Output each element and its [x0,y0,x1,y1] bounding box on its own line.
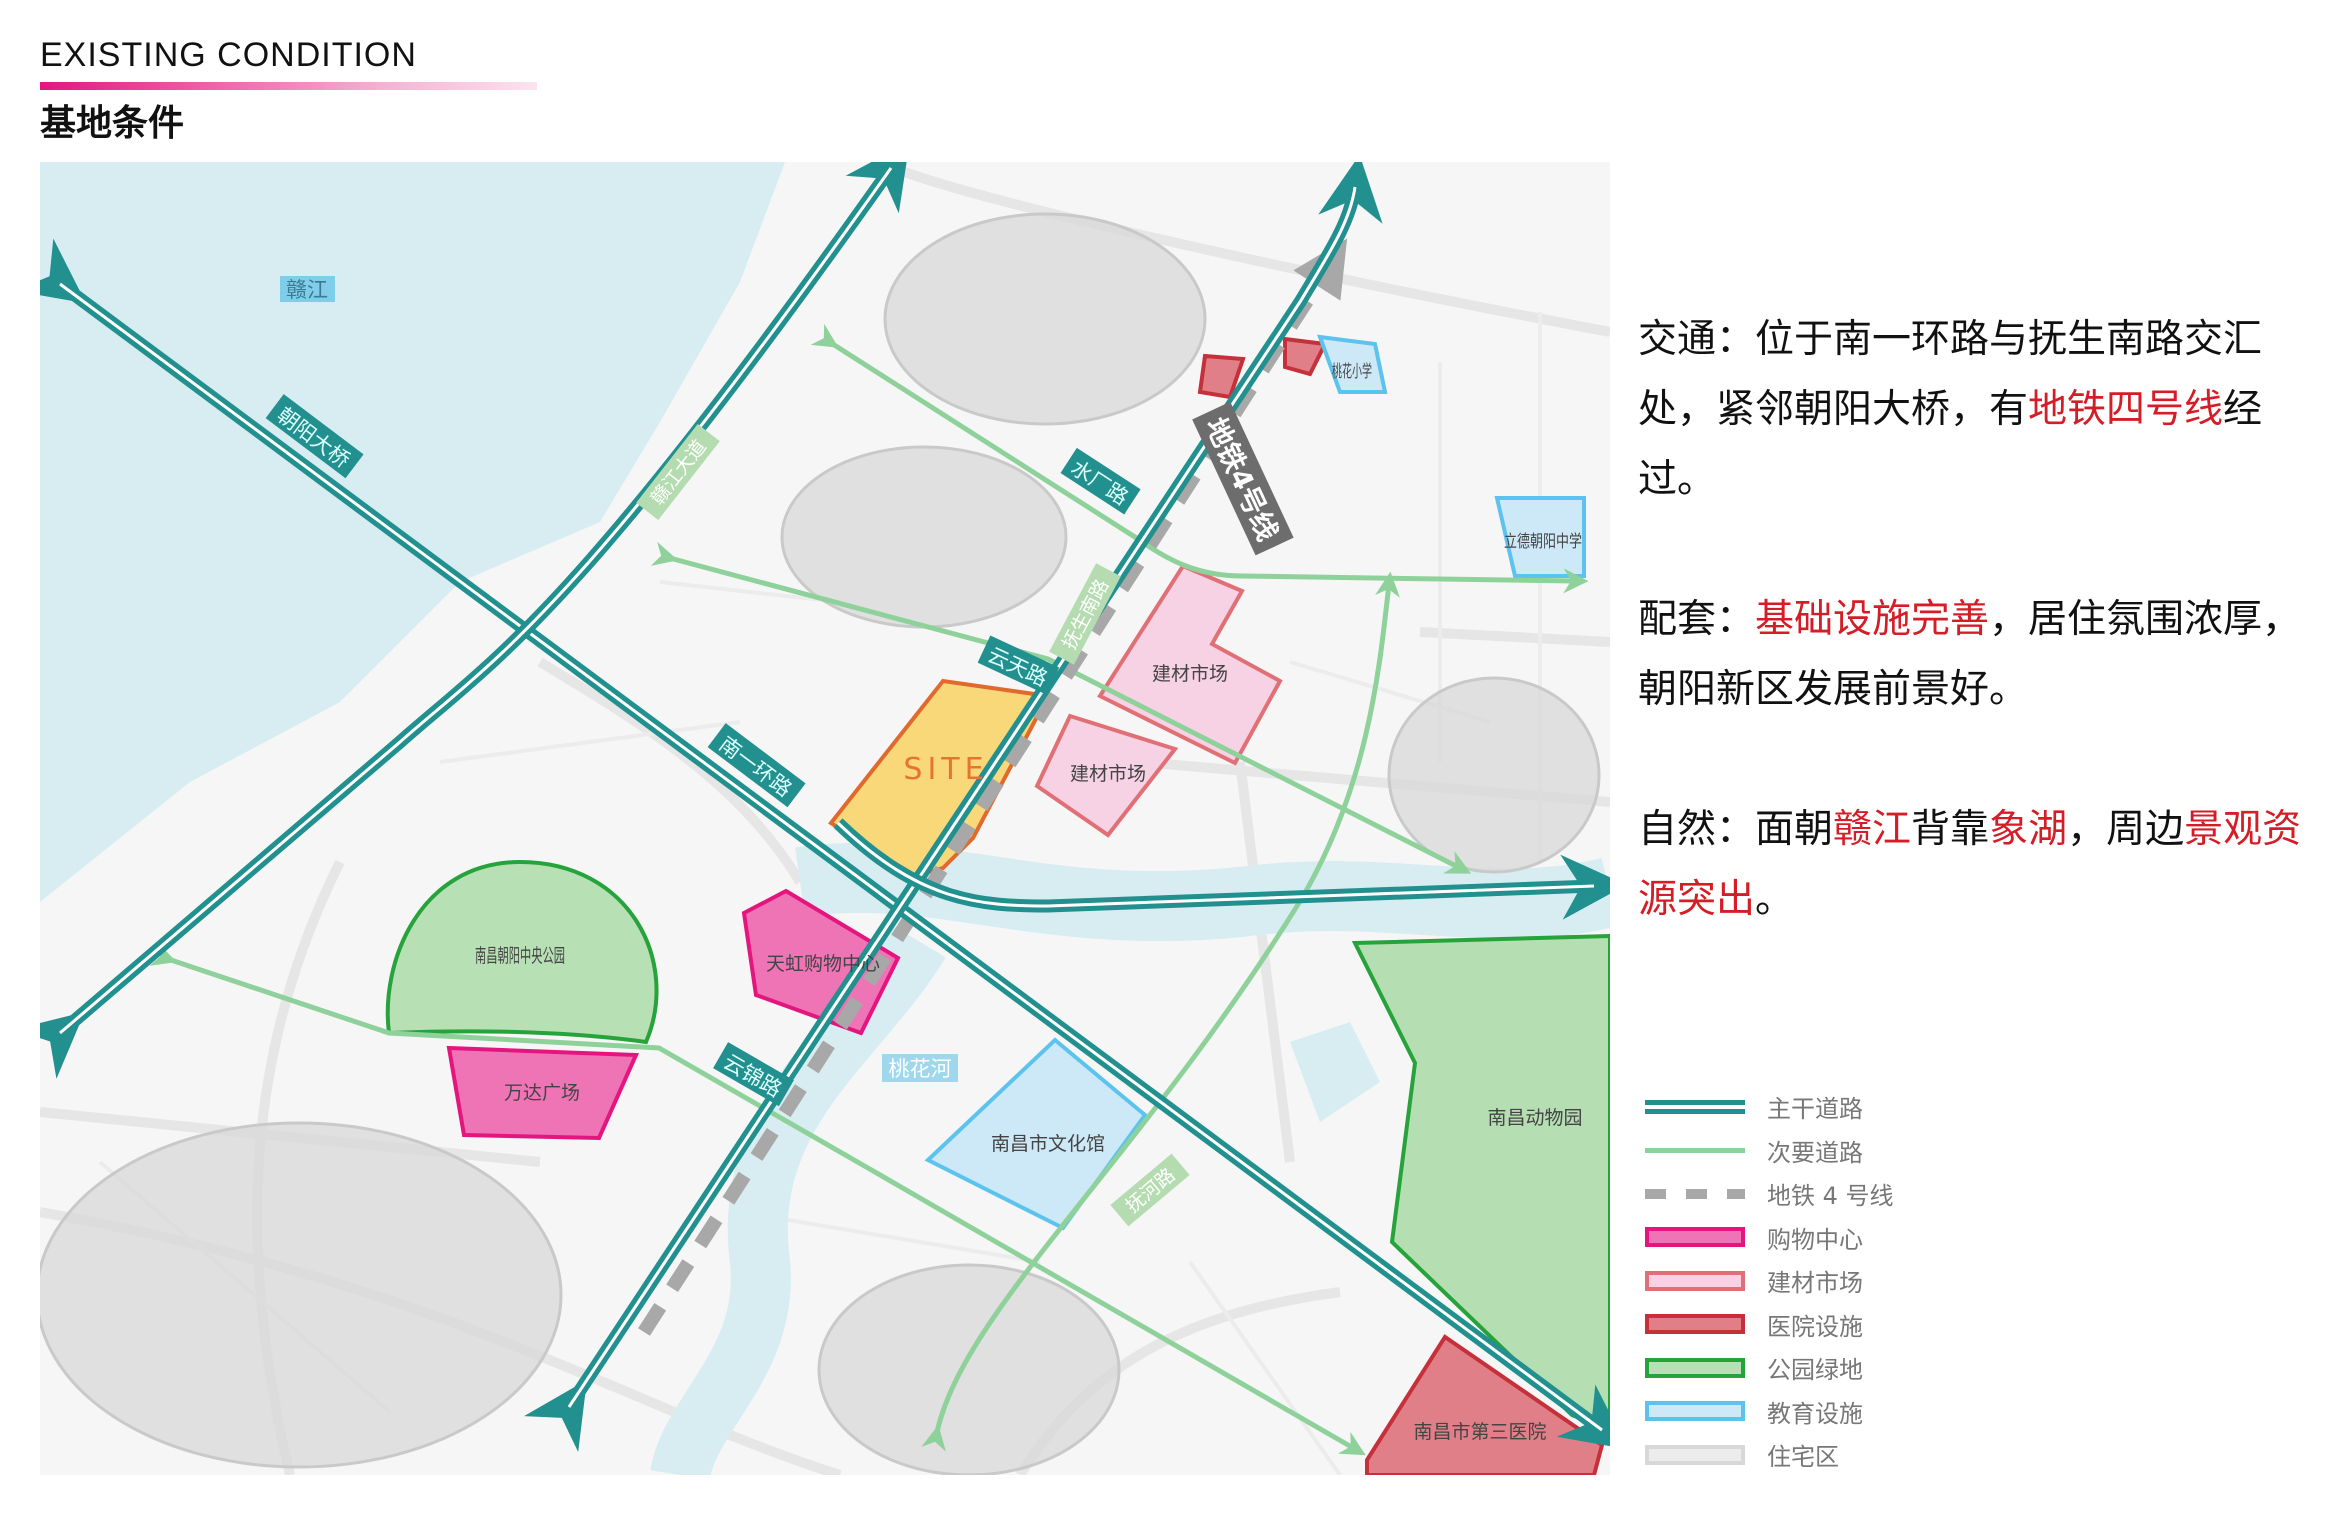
legend-item-secondary-road: 次要道路 [1645,1129,1894,1173]
label-building-market-1: 建材市场 [1152,663,1228,685]
legend-label: 住宅区 [1767,1443,1839,1472]
map-legend: 主干道路 次要道路 地铁 4 号线 购物中心 建材市场 医院设施 公园绿地 教育… [1645,1085,1894,1477]
map-canvas: 赣江 朝阳大桥 南一环路 云天路 水厂路 云锦路 桃花河 抚生南路 赣江大道 抚… [40,162,1610,1475]
traffic-text-end: 经过。 [1638,387,2263,502]
nature-text: 面朝 [1755,807,1834,852]
traffic-label: 交通： [1638,317,1756,362]
legend-label: 教育设施 [1767,1399,1863,1428]
label-zoo: 南昌动物园 [1487,1107,1582,1129]
education-swatch [1645,1401,1745,1422]
main-road-swatch [1645,1099,1745,1114]
secondary-road-swatch [1645,1147,1745,1153]
nanyihuan-east-road [833,818,1610,920]
traffic-highlight: 地铁四号线 [2028,387,2224,432]
legend-label: 公园绿地 [1767,1356,1863,1385]
nature-text: 。 [1755,877,1795,922]
traffic-text: 位于南一环路与抚生南路交汇处，紧邻朝阳大桥，有 [1638,317,2263,432]
metro-swatch [1645,1188,1745,1199]
facilities-highlight: 基础设施完善 [1755,597,1990,642]
legend-label: 次要道路 [1767,1138,1863,1167]
legend-label: 建材市场 [1767,1269,1863,1298]
label-taohuahe: 桃花河 [889,1057,952,1081]
nature-highlight: 象湖 [1989,807,2068,852]
traffic-paragraph: 交通：位于南一环路与抚生南路交汇处，紧邻朝阳大桥，有地铁四号线经过。 [1638,305,2328,515]
label-lide-school: 立德朝阳中学 [1504,532,1582,552]
residential-area [40,1121,563,1469]
label-wanda: 万达广场 [504,1082,580,1104]
residential-area [1387,676,1601,874]
label-building-market-2: 建材市场 [1070,763,1146,785]
label-taohua-school: 桃花小学 [1332,362,1372,382]
facilities-text: ，居住氛围浓厚，朝阳新区发展前景好。 [1638,597,2302,712]
hospital-swatch [1645,1314,1745,1335]
section-title-cn: 基地条件 [40,103,185,144]
residential-area [817,1263,1121,1475]
label-culture-center: 南昌市文化馆 [991,1133,1105,1155]
section-title-en: EXISTING CONDITION [40,36,417,74]
facilities-label: 配套： [1638,597,1756,642]
nature-label: 自然： [1638,807,1756,852]
legend-item-education: 教育设施 [1645,1390,1894,1434]
fusheng-south-road [523,162,1383,1453]
hospital-small-2 [1283,336,1329,377]
nature-highlight: 赣江 [1833,807,1912,852]
facilities-paragraph: 配套：基础设施完善，居住氛围浓厚，朝阳新区发展前景好。 [1638,585,2328,725]
label-tianhong: 天虹购物中心 [766,953,880,975]
zoo-area [1351,933,1610,1433]
site-map: 赣江 朝阳大桥 南一环路 云天路 水厂路 云锦路 桃花河 抚生南路 赣江大道 抚… [40,162,1610,1475]
residential-swatch [1645,1444,1745,1465]
main-roads [40,162,1610,1453]
nature-text: ，周边 [2067,807,2185,852]
ganjiang-river [40,162,785,902]
residential-area [883,212,1207,426]
legend-item-main-road: 主干道路 [1645,1085,1894,1129]
label-ganjiang: 赣江 [286,278,328,302]
shopping-swatch [1645,1227,1745,1248]
legend-label: 主干道路 [1767,1095,1863,1124]
legend-label: 购物中心 [1767,1225,1863,1254]
legend-label: 地铁 4 号线 [1767,1182,1894,1211]
legend-item-shopping: 购物中心 [1645,1216,1894,1260]
legend-item-park: 公园绿地 [1645,1346,1894,1390]
legend-label: 医院设施 [1767,1312,1863,1341]
nature-text: 背靠 [1911,807,1990,852]
building-market-swatch [1645,1270,1745,1291]
nature-highlight: 景观资源突出 [1638,807,2302,922]
title-gradient-bar [40,82,537,90]
legend-item-hospital: 医院设施 [1645,1303,1894,1347]
legend-item-metro: 地铁 4 号线 [1645,1172,1894,1216]
site-label: SITE [903,752,988,787]
legend-item-building-market: 建材市场 [1645,1259,1894,1303]
nature-paragraph: 自然：面朝赣江背靠象湖，周边景观资源突出。 [1638,795,2328,935]
legend-item-residential: 住宅区 [1645,1433,1894,1477]
label-central-park: 南昌朝阳中央公园 [475,945,565,967]
park-swatch [1645,1357,1745,1378]
description-panel: 交通：位于南一环路与抚生南路交汇处，紧邻朝阳大桥，有地铁四号线经过。 配套：基础… [1638,305,2328,1005]
label-hospital-3: 南昌市第三医院 [1413,1421,1546,1443]
